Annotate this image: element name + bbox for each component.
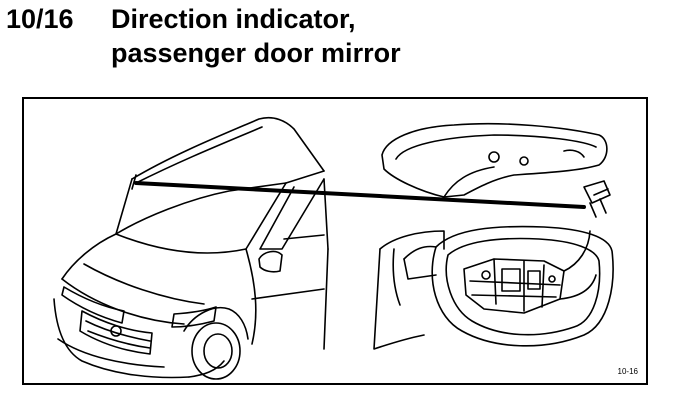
mirror-cover-drawing (381, 122, 611, 218)
figure-reference: 10-16 (617, 367, 638, 376)
leader-line (134, 181, 586, 209)
mirror-housing-drawing (373, 225, 614, 350)
car-and-mirror-illustration (53, 116, 614, 380)
section-number: 10/16 (6, 4, 74, 34)
illustration-frame: 10-16 (22, 97, 648, 385)
section-title: Direction indicator, passenger door mirr… (111, 2, 401, 70)
section-title-line-1: Direction indicator, (111, 4, 356, 34)
car-drawing (53, 116, 329, 380)
section-title-line-2: passenger door mirror (111, 38, 401, 68)
section-heading: 10/16 Direction indicator, passenger doo… (6, 0, 676, 76)
